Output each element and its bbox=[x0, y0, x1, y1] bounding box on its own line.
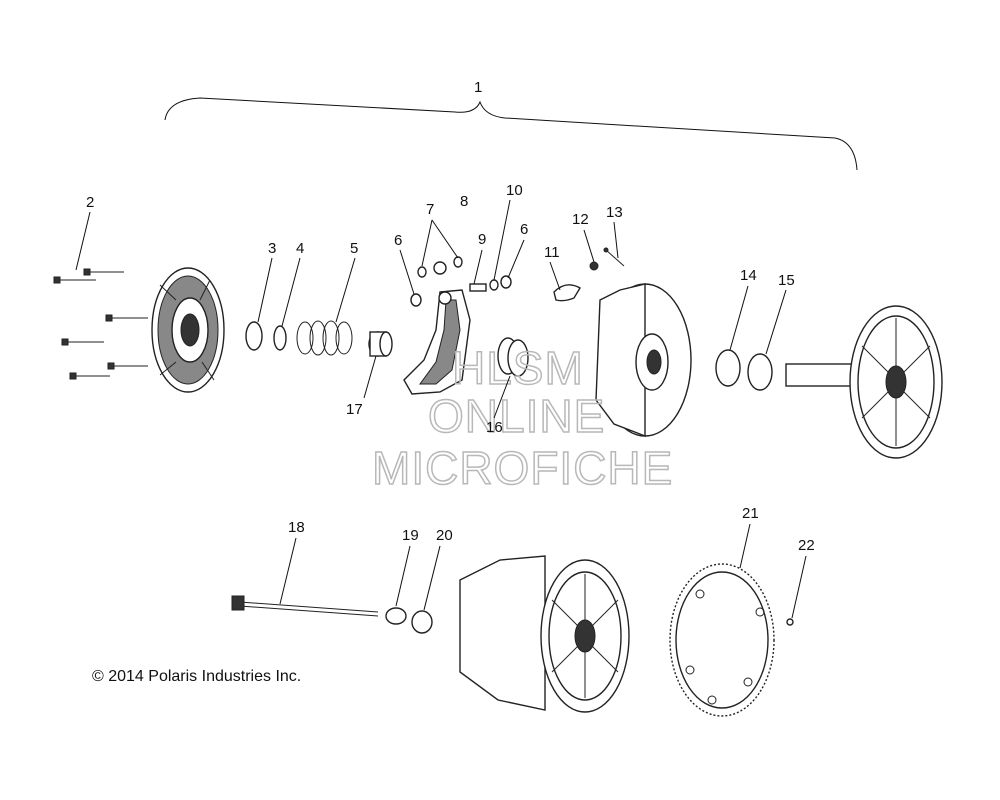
movable-sheave bbox=[595, 283, 692, 438]
callout-16: 16 bbox=[486, 419, 503, 436]
flyweight-parts bbox=[553, 247, 625, 302]
washers-3-4 bbox=[245, 321, 287, 351]
watermark-line-2: ONLINE bbox=[428, 390, 605, 442]
ring-gear bbox=[669, 563, 794, 717]
spring bbox=[296, 320, 353, 356]
assembly-bracket: 1 bbox=[164, 79, 858, 171]
copyright-notice: © 2014 Polaris Industries Inc. bbox=[92, 668, 302, 685]
callout-3: 3 bbox=[268, 240, 276, 257]
callout-5: 5 bbox=[350, 240, 358, 257]
small-parts bbox=[410, 256, 512, 307]
lower-clutch-assembly bbox=[459, 555, 630, 713]
callout-6b: 6 bbox=[520, 221, 528, 238]
watermark-line-1: HLSM bbox=[452, 342, 584, 394]
callout-17: 17 bbox=[346, 401, 363, 418]
bolt-set bbox=[53, 268, 148, 380]
callout-12: 12 bbox=[572, 211, 589, 228]
callout-11: 11 bbox=[544, 244, 560, 261]
rings-16 bbox=[497, 337, 529, 377]
callout-10: 10 bbox=[506, 182, 523, 199]
callout-19: 19 bbox=[402, 527, 419, 544]
callout-20: 20 bbox=[436, 527, 453, 544]
callout-labels: 2 3 4 5 6 7 8 9 10 6 11 12 13 14 15 16 1… bbox=[86, 182, 815, 554]
spider-arm bbox=[403, 289, 471, 395]
lower-bolt-washer bbox=[231, 595, 433, 634]
callout-2: 2 bbox=[86, 194, 94, 211]
callout-13: 13 bbox=[606, 204, 623, 221]
callout-14: 14 bbox=[740, 267, 757, 284]
callout-6a: 6 bbox=[394, 232, 402, 249]
spider-cover bbox=[151, 267, 225, 393]
callout-9: 9 bbox=[478, 231, 486, 248]
callout-15: 15 bbox=[778, 272, 795, 289]
callout-7: 7 bbox=[426, 201, 434, 218]
callout-1: 1 bbox=[474, 79, 482, 96]
callout-4: 4 bbox=[296, 240, 304, 257]
callout-8: 8 bbox=[460, 193, 468, 210]
fixed-sheave bbox=[785, 305, 943, 459]
callout-21: 21 bbox=[742, 505, 759, 522]
watermark-line-3: MICROFICHE bbox=[372, 442, 673, 494]
bushing bbox=[368, 331, 393, 357]
rings-14-15 bbox=[715, 349, 773, 391]
callout-22: 22 bbox=[798, 537, 815, 554]
callout-leaders bbox=[75, 199, 807, 619]
watermark: HLSM ONLINE MICROFICHE bbox=[371, 341, 673, 495]
callout-18: 18 bbox=[288, 519, 305, 536]
